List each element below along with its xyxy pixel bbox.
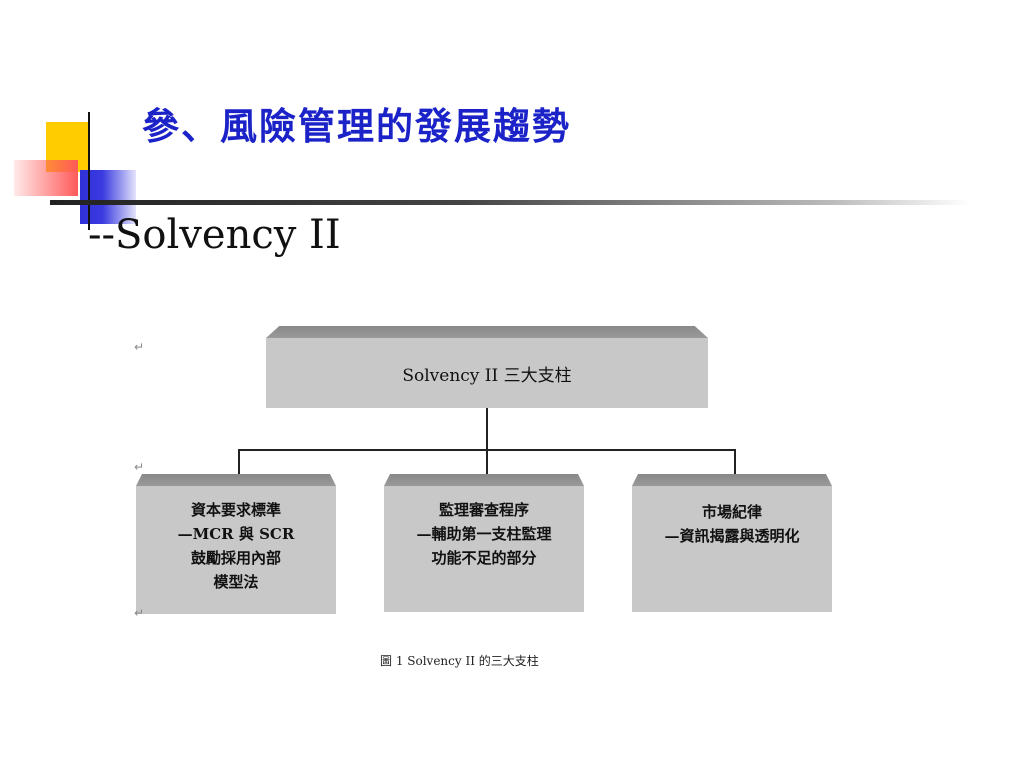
connector-root-down (486, 408, 488, 450)
pillar-3-line-2: —資訊揭露與透明化 (664, 527, 800, 545)
connector-left-down (238, 449, 240, 475)
pillar-2-line-2: —輔助第一支柱監理 (416, 525, 552, 543)
decor-red-square (14, 160, 78, 196)
pillar-1-line-2: —MCR 與 SCR (177, 525, 295, 543)
connector-middle-down (486, 449, 488, 475)
figure-caption: 圖 1 Solvency II 的三大支柱 (380, 654, 539, 668)
pillar-1-line-1: 資本要求標準 (190, 501, 281, 519)
connector-right-down (734, 449, 736, 475)
pillar-3-line-1: 市場紀律 (701, 503, 762, 521)
pillar-box-2: 監理審查程序 —輔助第一支柱監理 功能不足的部分 (384, 486, 584, 612)
diagram-root-label: Solvency II 三大支柱 (402, 365, 572, 386)
slide-title: 參、風險管理的發展趨勢 (142, 104, 571, 148)
return-mark-icon: ↵ (134, 340, 145, 354)
diagram-root-box: Solvency II 三大支柱 (266, 338, 708, 408)
pillar-1-line-4: 模型法 (213, 573, 259, 591)
return-mark-icon: ↵ (134, 606, 145, 620)
slide-subtitle: --Solvency II (88, 212, 341, 258)
pillar-1-line-3: 鼓勵採用內部 (190, 549, 281, 567)
return-mark-icon: ↵ (134, 460, 145, 474)
pillar-box-3: 市場紀律 —資訊揭露與透明化 (632, 486, 832, 612)
pillar-box-1: 資本要求標準 —MCR 與 SCR 鼓勵採用內部 模型法 (136, 486, 336, 614)
pillar-2-line-1: 監理審查程序 (438, 501, 529, 519)
pillar-2-line-3: 功能不足的部分 (431, 549, 537, 567)
decor-vertical-line (88, 112, 90, 230)
title-underline (50, 200, 970, 205)
